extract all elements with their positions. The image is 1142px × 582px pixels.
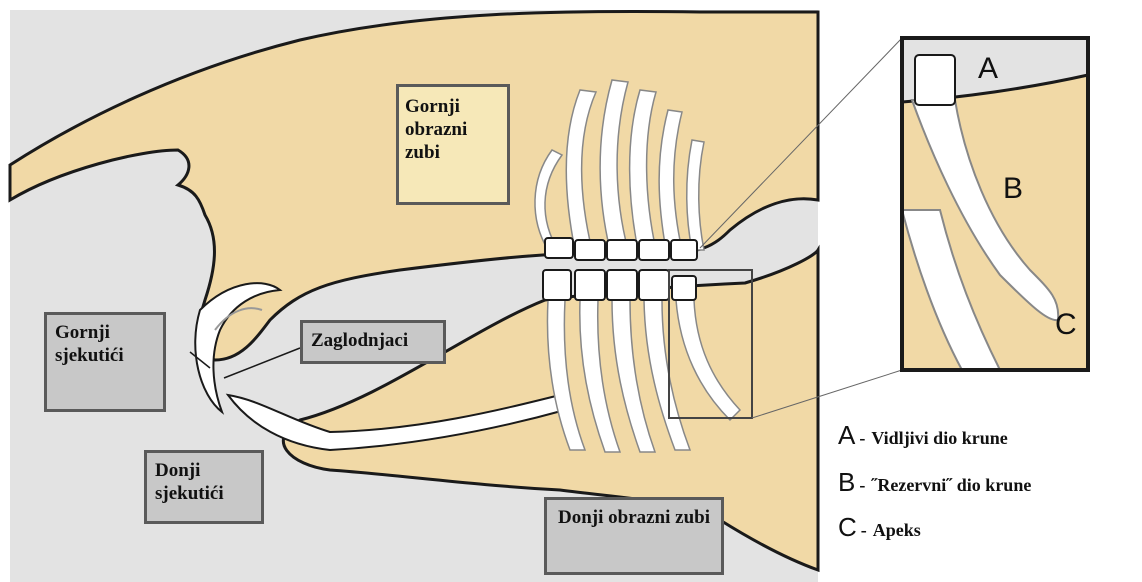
legend-letter: B <box>838 467 855 498</box>
inset-label-b: B <box>1003 172 1023 206</box>
inset-crown <box>915 55 955 105</box>
legend-dash: - <box>859 428 865 449</box>
legend-item-b: B - ˝Rezervni˝ dio krune <box>838 467 1031 501</box>
legend-text: Vidljivi dio krune <box>871 428 1007 449</box>
label-gornji-obrazni-zubi: Gornji obrazni zubi <box>396 84 510 205</box>
label-donji-obrazni-zubi: Donji obrazni zubi <box>544 497 724 575</box>
legend-letter: C <box>838 512 857 543</box>
upper-cheek-crowns <box>545 238 697 260</box>
inset-label-c: C <box>1055 308 1077 342</box>
legend-letter: A <box>838 420 855 451</box>
legend-item-a: A - Vidljivi dio krune <box>838 420 1008 454</box>
label-donji-sjekutici: Donji sjekutići <box>144 450 264 524</box>
legend-dash: - <box>859 475 865 496</box>
label-gornji-sjekutici: Gornji sjekutići <box>44 312 166 412</box>
legend-text: Apeks <box>873 520 921 541</box>
legend-text: ˝Rezervni˝ dio krune <box>871 475 1031 496</box>
label-zaglodnjaci: Zaglodnjaci <box>300 320 446 364</box>
inset-label-a: A <box>978 52 998 86</box>
legend-item-c: C - Apeks <box>838 512 921 546</box>
legend-dash: - <box>861 520 867 541</box>
